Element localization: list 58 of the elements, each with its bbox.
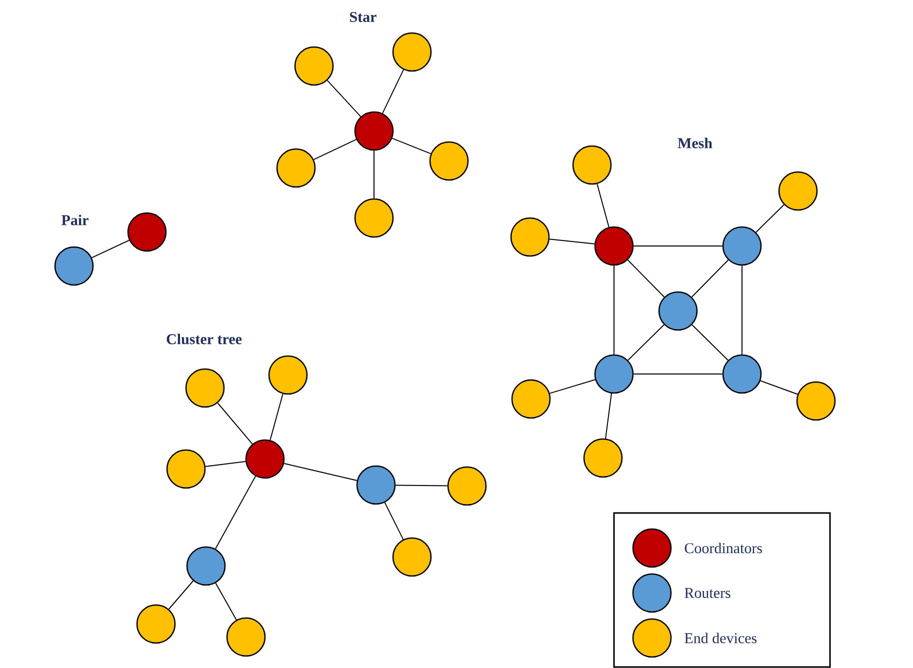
node-circle [354,111,394,151]
node-circle [722,226,762,266]
link-line [168,580,194,610]
node-circle [136,604,176,644]
node-circle [54,246,94,286]
node-circle [294,46,334,86]
node-circle [356,465,396,505]
node-circle [276,148,316,188]
node-circle [510,217,550,257]
link-line [549,238,595,244]
link-line [395,484,448,486]
node-circle [226,617,266,657]
node-circle [127,212,167,252]
node-circle [511,379,551,419]
node-circle [583,438,623,478]
link-line [91,240,130,258]
node-circle [796,381,836,421]
link-line [628,324,664,361]
link-line [284,462,358,482]
node-circle [245,439,285,479]
node-circle [572,145,612,185]
link-line [549,379,596,394]
legend: Coordinators Routers End devices [613,512,831,668]
link-line [215,476,256,550]
link-line [760,380,798,395]
node-circle [658,291,698,331]
link-line [217,402,253,444]
link-line [205,460,246,468]
topology-title: Pair [62,214,88,226]
node-circle [429,141,469,181]
node-circle [594,354,634,394]
link-line [270,393,284,441]
link-line [313,138,357,160]
node-circle [778,171,818,211]
node-circle [447,466,487,506]
link-line [692,324,728,361]
link-line [326,80,362,118]
node-circle [722,354,762,394]
node-circle [268,355,308,395]
node-circle [594,226,634,266]
link-line [627,260,665,298]
topology-title: Mesh [678,138,712,148]
link-line [691,260,729,298]
node-circle [392,32,432,72]
node-circle [186,546,226,586]
topology-title: Cluster tree [166,334,242,344]
link-line [756,204,784,233]
link-line [596,183,610,228]
node-circle [185,368,225,408]
link-line [605,392,612,439]
node-circle [392,537,432,577]
link-line [382,69,404,114]
link-line [215,582,237,620]
link-line [392,138,432,154]
link-line [384,502,404,540]
node-circle [354,198,394,238]
node-circle [166,449,206,489]
topology-title: Star [350,12,376,22]
